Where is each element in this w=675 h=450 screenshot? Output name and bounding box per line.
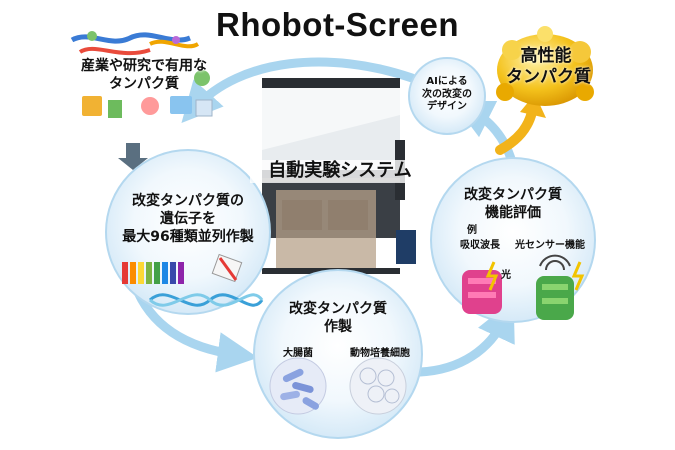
useful-protein-line1: 産業や研究で有用な <box>81 58 207 74</box>
ai-node-line3: デザイン <box>427 101 467 112</box>
gold-arrow-icon <box>495 107 537 155</box>
protein-green-image <box>536 254 585 320</box>
bottom-node-label: 改変タンパク質 作製 <box>278 300 398 336</box>
useful-protein-line2: タンパク質 <box>109 75 179 92</box>
gold-protein-image <box>496 26 594 106</box>
ecoli-image <box>269 357 327 415</box>
gold-arrow-head <box>520 94 546 118</box>
bottom-node-line2: 作製 <box>324 319 352 336</box>
left-node-label: 改変タンパク質の 遺伝子を 最大96種類並列作製 <box>118 192 258 247</box>
arrow-down-icon <box>118 143 148 170</box>
light-label: 光 <box>501 270 511 281</box>
ecoli-label: 大腸菌 <box>283 348 313 359</box>
ai-node-label: AIによる 次の改変の デザイン <box>412 76 482 114</box>
example-label: 例 <box>467 225 477 236</box>
ai-node-line1: AIによる <box>426 76 468 87</box>
right-node-line2: 機能評価 <box>485 205 541 222</box>
right-node-line1: 改変タンパク質 <box>464 187 562 203</box>
page-title: Rhobot-Screen <box>215 6 459 43</box>
absorption-wavelength-label: 吸収波長 <box>460 240 500 251</box>
light-sensor-label: 光センサー機能 <box>515 240 585 251</box>
animal-cells-label: 動物培養細胞 <box>350 348 410 359</box>
right-node-label: 改変タンパク質 機能評価 <box>448 186 578 222</box>
animal-cells-image <box>349 357 407 415</box>
left-node-line2: 遺伝子を <box>160 211 216 228</box>
left-node-line3: 最大96種類並列作製 <box>122 229 254 246</box>
bottom-node-line1: 改変タンパク質 <box>289 301 387 317</box>
high-performance-line1: 高性能 <box>520 46 572 66</box>
ai-node-line2: 次の改変の <box>422 88 472 100</box>
useful-protein-label: 産業や研究で有用な タンパク質 <box>74 58 214 93</box>
arrow-bottom-to-right <box>415 299 515 377</box>
tubes-and-dna-image <box>122 253 264 307</box>
arrow-ai-to-left <box>181 57 417 124</box>
protein-collage-image <box>70 31 213 118</box>
ai-node-circle <box>408 57 486 135</box>
protein-pink-image <box>462 261 502 314</box>
high-performance-protein-label: 高性能 タンパク質 <box>506 46 591 89</box>
left-node-line1: 改変タンパク質の <box>132 193 244 209</box>
high-performance-line2: タンパク質 <box>506 67 591 88</box>
center-label: 自動実験システム <box>250 160 430 183</box>
